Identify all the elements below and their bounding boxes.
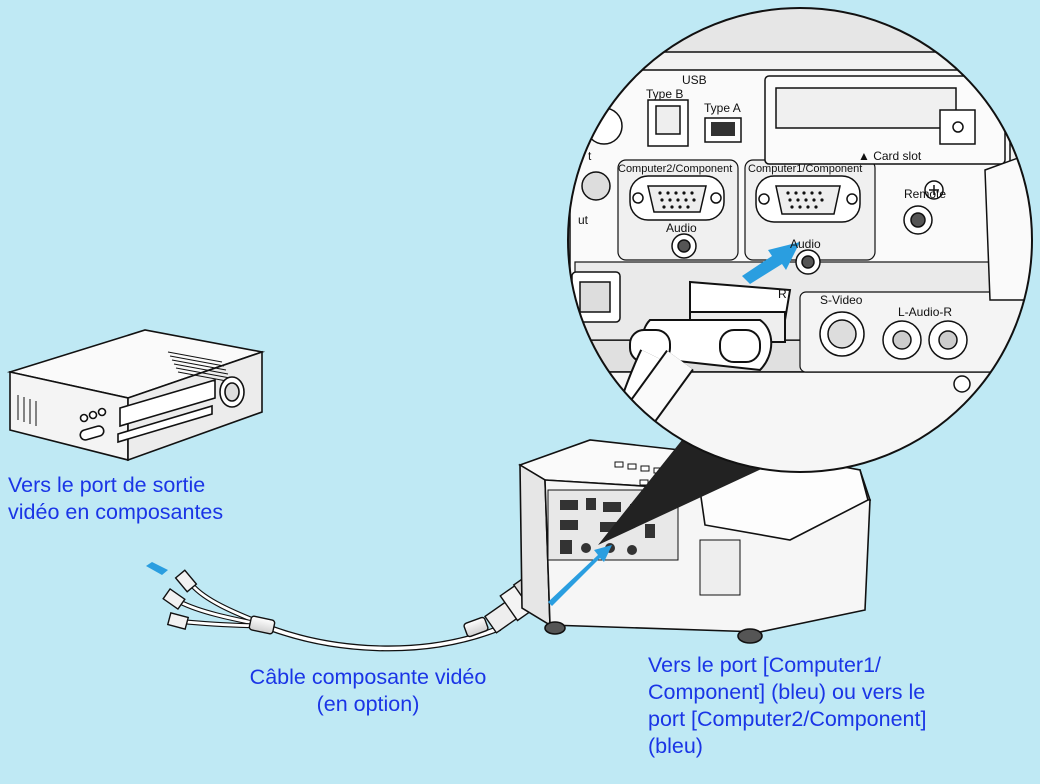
type-a-label: Type A — [704, 101, 741, 115]
vcr-port-caption: Vers le port de sortie vidéo en composan… — [8, 473, 224, 524]
partial-ut-label: ut — [578, 213, 589, 227]
audio-right-label: Audio — [790, 237, 821, 251]
card-slot-label: ▲ Card slot — [858, 149, 922, 163]
projector-port-arrow — [548, 545, 612, 606]
zoomed-rear-panel: USB Type B Type A ▲ Card slot Computer2/… — [567, 7, 1033, 473]
type-b-label: Type B — [646, 87, 683, 101]
audio-left-label: Audio — [666, 221, 697, 235]
computer2-label: Computer2/Component — [618, 163, 732, 175]
usb-label: USB — [682, 73, 707, 87]
rca-direction-arrow — [146, 562, 168, 575]
l-audio-r-label: L-Audio-R — [898, 305, 952, 319]
computer1-label: Computer1/Component — [748, 163, 862, 175]
component-video-cable — [162, 569, 546, 652]
video-source-device — [6, 329, 266, 462]
remote-label: Remote — [904, 187, 946, 201]
partial-t-label: t — [588, 149, 592, 163]
s-video-label: S-Video — [820, 293, 863, 307]
panel-labels: USB Type B Type A ▲ Card slot Computer2/… — [578, 73, 952, 319]
projector-port-caption: Vers le port [Computer1/ Component] (ble… — [648, 653, 927, 758]
partial-r-label: R — [778, 287, 787, 301]
cable-caption: Câble composante vidéo (en option) — [249, 665, 487, 716]
